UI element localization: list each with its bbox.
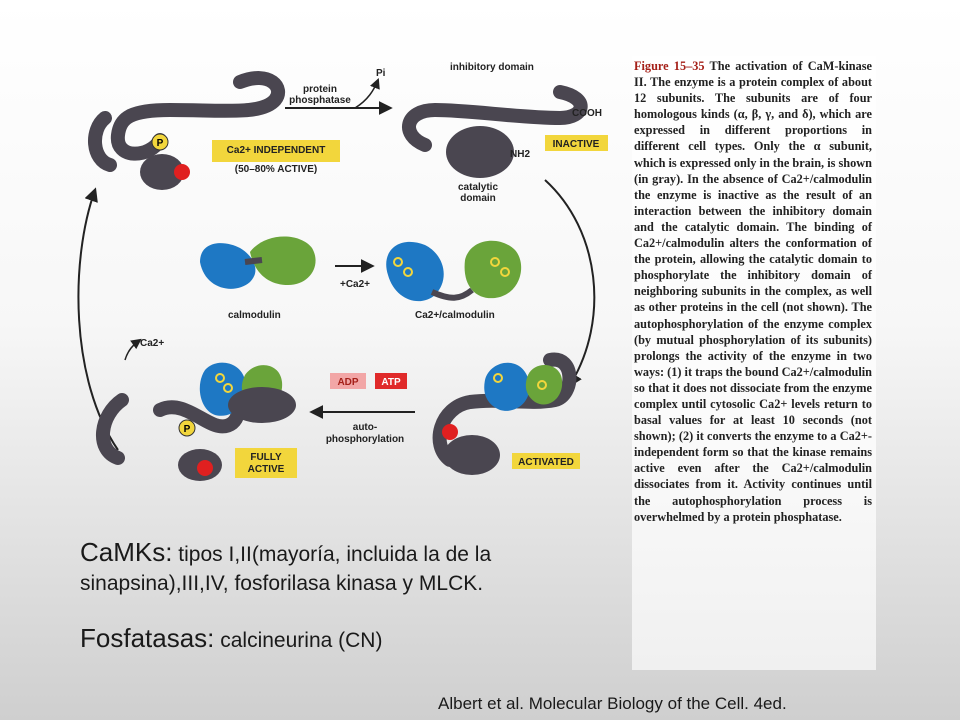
atp-box [375, 373, 407, 389]
label-ca2: Ca2+ [140, 338, 164, 349]
label-plus-ca: +Ca2+ [340, 279, 370, 290]
label-phosphorylation: phosphorylation [326, 434, 404, 445]
caption-figure-title: The activation of CaM-kinase II. [634, 59, 872, 90]
label-ca-calmodulin: Ca2+/calmodulin [415, 310, 495, 321]
kinase-ca-independent [88, 71, 285, 190]
figure-caption: Figure 15–35 The activation of CaM-kinas… [632, 56, 876, 670]
phospho-badge-label: P [184, 424, 191, 435]
calmodulin-bound [386, 240, 522, 302]
source-credit: Albert et al. Molecular Biology of the C… [438, 694, 787, 713]
label-cooh: COOH [572, 108, 602, 119]
label-catalytic: catalytic [458, 182, 498, 193]
label-domain: domain [460, 193, 496, 204]
state-inactive: INACTIVE [553, 139, 600, 150]
arrow-pi [354, 78, 380, 109]
kinase-inactive [402, 85, 588, 178]
kinase-activated [432, 352, 577, 475]
label-protein: protein [303, 84, 337, 95]
arrow-calcium-release [124, 338, 142, 361]
caption-body: The enzyme is a protein complex of about… [634, 75, 873, 524]
calmodulin-free [200, 236, 316, 289]
state-fully: FULLY [250, 452, 282, 463]
state-box-activated [512, 453, 580, 469]
state-independent-pct: (50–80% ACTIVE) [235, 164, 317, 175]
state-activated: ACTIVATED [518, 457, 574, 468]
label-pi: Pi [376, 68, 386, 79]
camks-label: CaMKs: [80, 537, 173, 567]
label-calmodulin: calmodulin [228, 310, 281, 321]
state-box-fully-active [235, 448, 297, 478]
fosfatasas-line: Fosfatasas: calcineurina (CN) [80, 623, 382, 654]
label-atp: ATP [381, 377, 401, 388]
phospho-badge [151, 133, 169, 151]
kinase-fully-active [96, 362, 296, 481]
fosfatasas-text: calcineurina (CN) [214, 629, 383, 652]
phospho-badge [178, 419, 196, 437]
camks-text-2: sinapsina),III,IV, fosforilasa kinasa y … [80, 572, 484, 595]
label-phosphatase: phosphatase [289, 95, 351, 106]
camks-line: CaMKs: tipos I,II(mayoría, incluida la d… [80, 537, 491, 568]
cycle-arrow-right [544, 179, 596, 388]
camks-text-1: tipos I,II(mayoría, incluida la de la [172, 543, 492, 566]
adp-box [330, 373, 366, 389]
state-box-inactive [545, 135, 608, 151]
caption-text: Figure 15–35 The activation of CaM-kinas… [634, 58, 872, 525]
label-inhibitory-domain: inhibitory domain [450, 62, 534, 73]
state-box-independent [212, 140, 340, 162]
state-independent: Ca2+ INDEPENDENT [227, 145, 326, 156]
caption-figure-label: Figure 15–35 [634, 59, 705, 73]
label-auto: auto- [353, 422, 377, 433]
fosfatasas-label: Fosfatasas: [80, 623, 215, 653]
label-nh2: NH2 [510, 149, 530, 160]
label-adp: ADP [337, 377, 358, 388]
state-active: ACTIVE [248, 464, 285, 475]
phospho-badge-label: P [157, 138, 164, 149]
